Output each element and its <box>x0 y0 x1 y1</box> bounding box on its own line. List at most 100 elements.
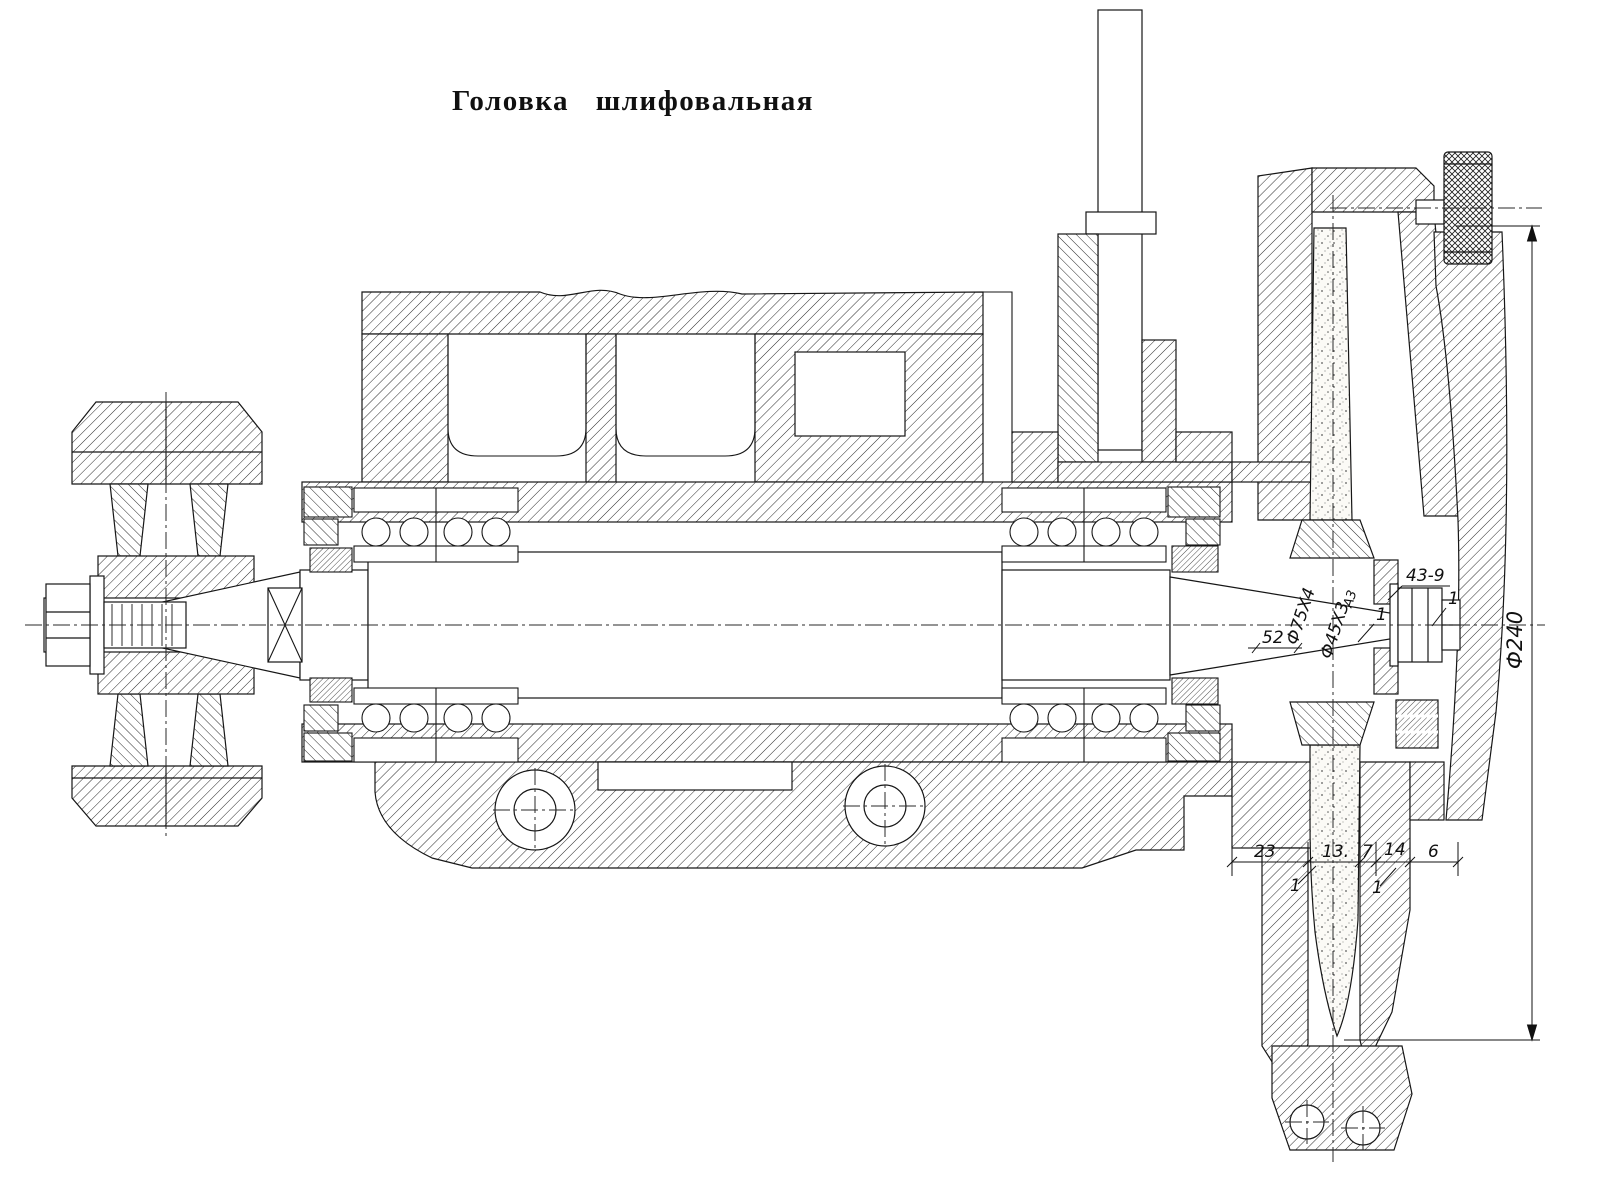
dim-a3-label: А3 <box>1341 588 1361 610</box>
front-bearing-group <box>303 486 519 763</box>
rear-locknut-top <box>1171 545 1219 573</box>
bearing-ball <box>1129 517 1159 547</box>
pulley-rim-top <box>71 401 263 485</box>
dimension-annotations: Ф240 52 Ф75Х4 Ф45Х3 А3 1 43-9 1 <box>1226 224 1540 1042</box>
housing-left-wall <box>361 333 449 483</box>
housing-top-slab <box>361 289 984 335</box>
wheel-lower-segment <box>1309 744 1361 1038</box>
d240-arrow-top <box>1526 224 1538 242</box>
bottom-dimension-chain: 23 13. 7 14 6 1 1 <box>1226 840 1464 898</box>
dim-240-label: Ф240 <box>1503 611 1527 669</box>
front-labyrinth-cap-3 <box>303 732 353 762</box>
foot-hole-cross-left <box>1285 1100 1329 1144</box>
wheel-flange-nut <box>1289 519 1461 749</box>
front-locknut-top <box>309 547 353 573</box>
housing-right-pocket <box>794 351 906 437</box>
wheel-guard <box>1231 167 1508 1151</box>
housing-base <box>374 761 1233 869</box>
housing-cavity-right <box>615 334 756 457</box>
dim-13-label: 13. <box>1322 842 1349 862</box>
base-hole-cross-left <box>493 768 577 852</box>
column-base-strip <box>1057 461 1233 483</box>
bearing-ball <box>399 517 429 547</box>
leader-one-nut: 1 <box>1431 589 1459 627</box>
pulley-rim-bottom <box>71 765 263 827</box>
bearing-ball <box>481 517 511 547</box>
guard-bracket-lower <box>1231 761 1313 849</box>
chain-tick-5 <box>1404 856 1416 868</box>
leader-one-bl-line <box>1297 865 1317 885</box>
bearing-ball <box>1129 703 1159 733</box>
chain-tick-1 <box>1226 856 1238 868</box>
rear-labyrinth-cap-2 <box>1185 518 1221 546</box>
leader-one-bl-label: 1 <box>1290 876 1301 896</box>
leader-one-br-line <box>1379 867 1397 887</box>
dim-7-label: 7 <box>1362 842 1373 862</box>
bearing-ball <box>1047 517 1077 547</box>
drawing-title: Головка шлифовальная <box>452 85 814 117</box>
dim-6-label: 6 <box>1428 842 1439 862</box>
guard-right-cover <box>1433 231 1508 821</box>
rear-labyrinth-cap-3 <box>1167 732 1221 762</box>
dim-14-label: 14 <box>1384 840 1406 860</box>
grinding-wheel <box>1309 227 1361 1038</box>
front-labyrinth-cap-4 <box>303 704 339 732</box>
d240-arrow-bottom <box>1526 1024 1538 1042</box>
wheel-flange-lower <box>1289 701 1375 746</box>
bearing-ball <box>399 703 429 733</box>
base-recess <box>597 761 793 791</box>
dimension-d52: 52 <box>1248 628 1303 654</box>
guard-bracket-upper <box>1231 461 1313 483</box>
callout-43-9: 43-9 <box>1387 566 1450 601</box>
front-labyrinth-cap-2 <box>303 518 339 546</box>
bearing-ball <box>361 517 391 547</box>
spindle-right-journal <box>1001 569 1171 681</box>
wheel-flange-upper <box>1289 519 1375 559</box>
rear-labyrinth-cap-4 <box>1185 704 1221 732</box>
leader-one-br-label: 1 <box>1372 878 1383 898</box>
front-locknut-bottom <box>309 677 353 703</box>
guard-arm <box>1175 431 1233 463</box>
guard-lower-cover-stub <box>1409 761 1445 821</box>
housing-center-rib <box>585 333 617 483</box>
bearing-ball <box>1047 703 1077 733</box>
dim-23-label: 23 <box>1254 842 1276 862</box>
housing-cavity-left <box>447 334 587 457</box>
bearing-ball <box>443 703 473 733</box>
chain-tick-6 <box>1452 856 1464 868</box>
callout-43-9-leader <box>1387 585 1403 601</box>
rear-locknut-bottom <box>1171 677 1219 705</box>
bearing-ball <box>1009 703 1039 733</box>
leader-one-bottom-right: 1 <box>1372 867 1397 898</box>
leader-one-taper-label: 1 <box>1376 605 1387 625</box>
leader-one-bottom-left: 1 <box>1290 865 1317 896</box>
column-right-boss <box>1141 339 1177 463</box>
leader-one-taper: 1 <box>1357 605 1387 643</box>
rear-bearing-group <box>1001 486 1221 763</box>
bearing-ball <box>361 703 391 733</box>
hub-seal-block <box>1395 699 1439 749</box>
bearing-ball <box>481 703 511 733</box>
leader-one-taper-line <box>1357 623 1375 643</box>
guard-foot <box>1271 1045 1413 1151</box>
leader-one-nut-line <box>1431 607 1447 627</box>
callout-43-9-label: 43-9 <box>1406 566 1445 586</box>
adjustment-knob <box>1415 151 1493 265</box>
d52-tick-2 <box>1293 642 1303 654</box>
foot-hole-cross-right <box>1341 1106 1385 1150</box>
chain-tick-3 <box>1354 856 1366 868</box>
dim-52-label: 52 <box>1262 628 1284 648</box>
column-step-block <box>1011 431 1059 483</box>
chain-tick-4 <box>1370 856 1382 868</box>
column-collar <box>1085 211 1157 235</box>
dimension-d240: Ф240 <box>1344 224 1540 1042</box>
d52-tick-1 <box>1251 642 1261 654</box>
column-left-boss <box>1057 233 1099 463</box>
base-hole-cross-right <box>843 764 927 848</box>
leader-one-nut-label: 1 <box>1448 589 1459 609</box>
bearing-ball <box>443 517 473 547</box>
bearing-ball <box>1091 517 1121 547</box>
chain-tick-2 <box>1302 856 1314 868</box>
